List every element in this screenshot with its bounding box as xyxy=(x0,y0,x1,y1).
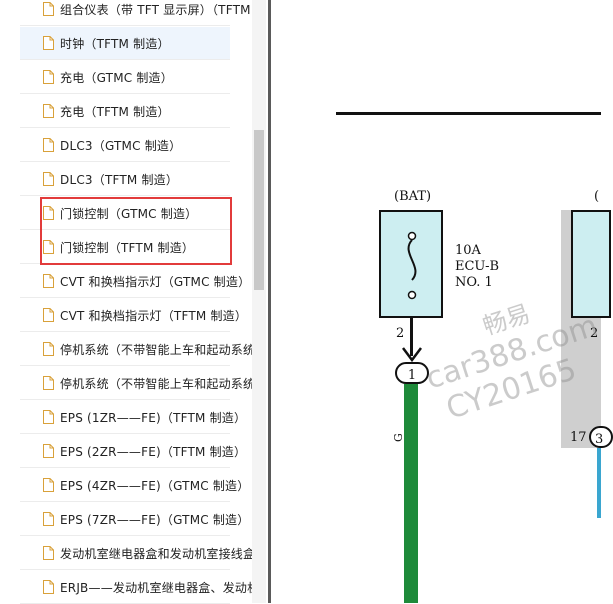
document-icon xyxy=(43,546,54,560)
right-paren-label: ( xyxy=(594,189,600,204)
tree-item-label: CVT 和换档指示灯（TFTM 制造） xyxy=(60,308,248,323)
document-icon xyxy=(43,308,54,322)
document-icon xyxy=(43,104,54,118)
diagram-top-line xyxy=(336,112,601,115)
tree-item-label: EPS (1ZR——FE)（TFTM 制造） xyxy=(60,410,247,425)
fuse-name: ECU-B xyxy=(455,259,500,274)
connector-1-label: 1 xyxy=(407,368,417,383)
sidebar-scrollbar-track[interactable] xyxy=(252,0,266,603)
fuse-number: NO. 1 xyxy=(455,275,493,290)
tree-item[interactable]: CVT 和换档指示灯（GTMC 制造） xyxy=(20,265,250,298)
tree-item-label: 发动机室继电器盒和发动机室接线盒 xyxy=(60,546,256,561)
tree-item[interactable]: 时钟（TFTM 制造） xyxy=(20,27,230,60)
tree-item-label: 充电（GTMC 制造） xyxy=(60,70,173,85)
document-icon xyxy=(43,512,54,526)
tree-item[interactable]: 停机系统（不带智能上车和起动系统） xyxy=(20,367,267,400)
tree-item-label: 充电（TFTM 制造） xyxy=(60,104,170,119)
wiring-diagram-view: (BAT) 10A ECU-B NO. 1 2 1 G ( 2 17 3 畅易 … xyxy=(271,0,613,603)
tree-item-label: CVT 和换档指示灯（GTMC 制造） xyxy=(60,274,251,289)
tree-item-label: 门锁控制（GTMC 制造） xyxy=(60,206,198,221)
fuse-symbol-icon xyxy=(407,231,417,300)
document-icon xyxy=(43,342,54,356)
right-fuse-box xyxy=(571,210,611,318)
tree-item-label: 停机系统（不带智能上车和起动系统） xyxy=(60,342,268,357)
document-icon xyxy=(43,36,54,50)
right-pin-17-label: 17 xyxy=(570,430,587,445)
tree-item[interactable]: 充电（TFTM 制造） xyxy=(20,95,230,128)
wire-color-label: G xyxy=(392,433,405,442)
right-pin-2-label: 2 xyxy=(590,326,599,341)
tree-item[interactable]: 门锁控制（GTMC 制造） xyxy=(20,197,230,230)
pin-2-label: 2 xyxy=(396,326,405,341)
right-connector-3-label: 3 xyxy=(595,432,604,447)
tree-item-label: EPS (7ZR——FE)（GTMC 制造） xyxy=(60,512,250,527)
document-tree-panel: 组合仪表（带 TFT 显示屏）（TFTM 时钟（TFTM 制造） 充电（GTMC 制… xyxy=(0,0,268,604)
tree-item[interactable]: ERJB——发动机室继电器盒、发动机 xyxy=(20,571,259,604)
document-icon xyxy=(43,376,54,390)
document-icon xyxy=(43,240,54,254)
tree-item[interactable]: 停机系统（不带智能上车和起动系统） xyxy=(20,333,267,366)
tree-item-label: 组合仪表（带 TFT 显示屏）（TFTM xyxy=(60,2,251,17)
document-icon xyxy=(43,580,54,594)
tree-item[interactable]: DLC3（TFTM 制造） xyxy=(20,163,230,196)
connector-1: 1 xyxy=(395,362,429,384)
tree-item[interactable]: EPS (4ZR——FE)（GTMC 制造） xyxy=(20,469,249,502)
sidebar-scrollbar-thumb[interactable] xyxy=(254,130,264,290)
tree-item[interactable]: EPS (1ZR——FE)（TFTM 制造） xyxy=(20,401,246,434)
document-icon xyxy=(43,478,54,492)
blue-wire xyxy=(597,448,601,518)
tree-item-label: DLC3（GTMC 制造） xyxy=(60,138,182,153)
document-icon xyxy=(43,410,54,424)
tree-item[interactable]: CVT 和换档指示灯（TFTM 制造） xyxy=(20,299,247,332)
tree-item-label: 停机系统（不带智能上车和起动系统） xyxy=(60,376,268,391)
tree-item[interactable]: 门锁控制（TFTM 制造） xyxy=(20,231,230,264)
tree-item[interactable]: 组合仪表（带 TFT 显示屏）（TFTM xyxy=(20,0,250,26)
right-connector-3: 3 xyxy=(589,426,613,448)
tree-item-label: ERJB——发动机室继电器盒、发动机 xyxy=(60,580,260,595)
document-icon xyxy=(43,138,54,152)
tree-item-label: 时钟（TFTM 制造） xyxy=(60,36,170,51)
tree-item[interactable]: DLC3（GTMC 制造） xyxy=(20,129,230,162)
tree-item-label: EPS (2ZR——FE)（TFTM 制造） xyxy=(60,444,247,459)
document-icon xyxy=(43,206,54,220)
fuse-amperage: 10A xyxy=(455,243,481,258)
document-icon xyxy=(43,274,54,288)
wire-segment xyxy=(410,318,413,356)
document-icon xyxy=(43,172,54,186)
tree-item[interactable]: EPS (2ZR——FE)（TFTM 制造） xyxy=(20,435,246,468)
green-wire xyxy=(404,384,418,603)
tree-item[interactable]: 充电（GTMC 制造） xyxy=(20,61,230,94)
tree-item[interactable]: EPS (7ZR——FE)（GTMC 制造） xyxy=(20,503,249,536)
tree-item-label: DLC3（TFTM 制造） xyxy=(60,172,179,187)
tree-item-label: EPS (4ZR——FE)（GTMC 制造） xyxy=(60,478,250,493)
document-icon xyxy=(43,444,54,458)
fuse-box xyxy=(379,210,443,318)
bat-label: (BAT) xyxy=(394,189,432,204)
tree-item-label: 门锁控制（TFTM 制造） xyxy=(60,240,195,255)
panel-splitter[interactable] xyxy=(268,0,271,603)
arrow-down-icon xyxy=(402,347,422,363)
document-icon xyxy=(43,70,54,84)
tree-item[interactable]: 发动机室继电器盒和发动机室接线盒 xyxy=(20,537,255,570)
document-icon xyxy=(43,2,54,16)
